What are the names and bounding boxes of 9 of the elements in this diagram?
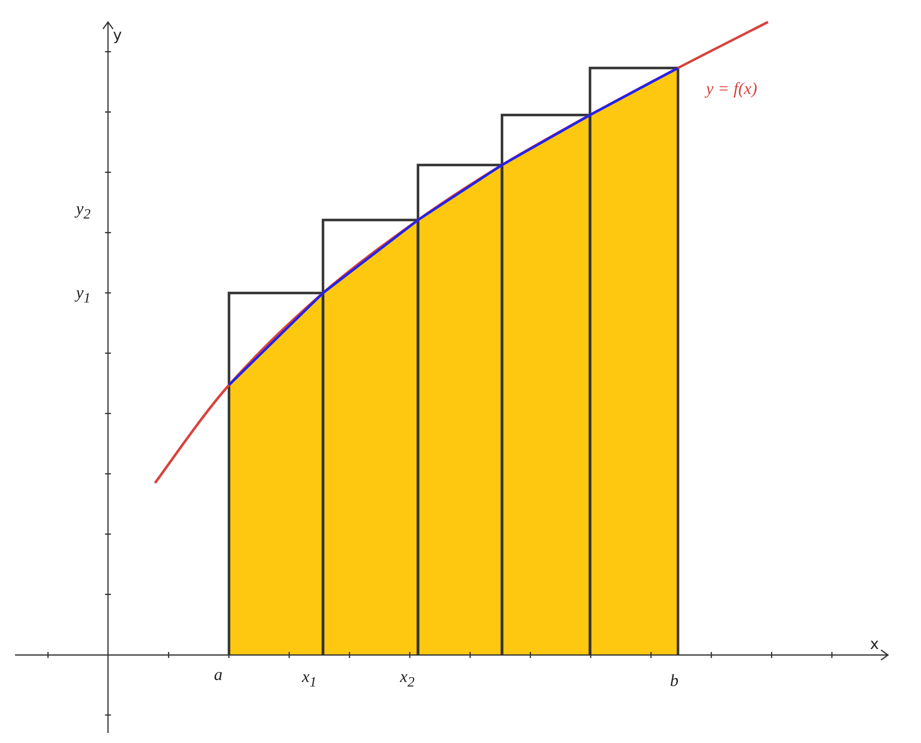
tick-label: x$_{1}$ xyxy=(302,668,317,690)
tick-label: y$_{1}$ xyxy=(76,284,91,306)
axis-label: y xyxy=(113,28,122,43)
curve-label: y = f(x) xyxy=(706,80,758,97)
tick-label: y$_{2}$ xyxy=(76,200,91,222)
axis-label: x xyxy=(870,637,879,652)
tick-label: b xyxy=(670,672,678,689)
tick-label: x$_{2}$ xyxy=(400,668,415,690)
tick-label: a xyxy=(214,666,222,683)
